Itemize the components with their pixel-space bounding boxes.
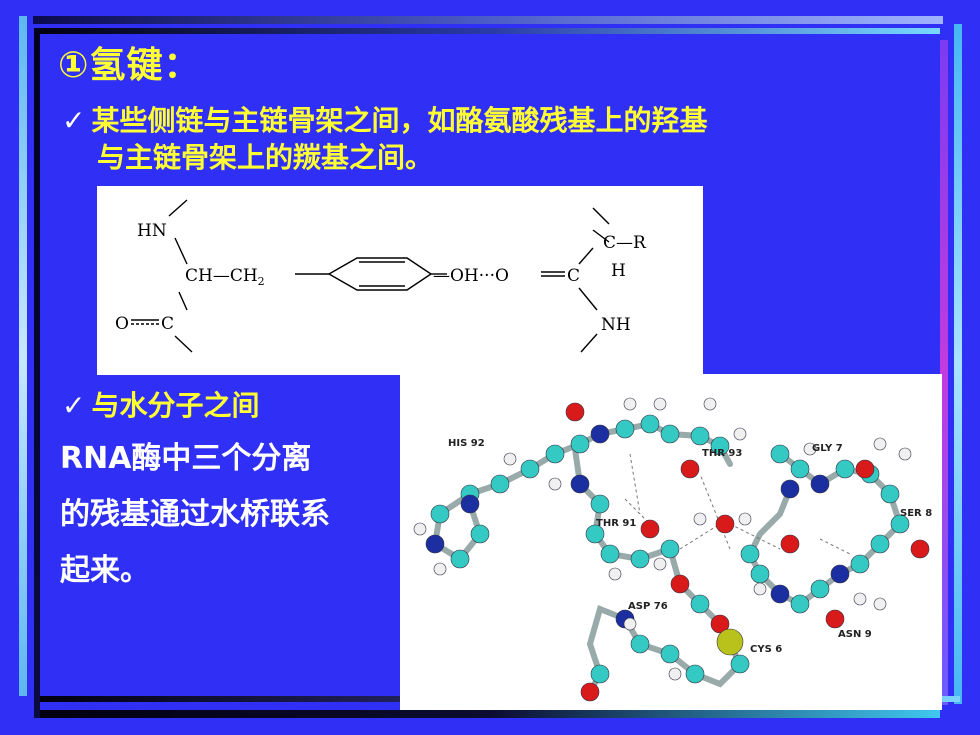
- label-thr93: THR 93: [702, 448, 742, 459]
- frame-bar-top-inner: [40, 28, 940, 34]
- label-thr91: THR 91: [596, 518, 636, 529]
- bullet-sidechain-mainchain: ✓某些侧链与主链骨架之间，如酪氨酸残基上的羟基: [62, 103, 707, 139]
- frame-bar-right-outer: [954, 24, 962, 704]
- tyrosine-hbond-formula: HN CH—CH2 O C —OH···O C C—R H NH: [97, 186, 703, 375]
- check-icon: ✓: [62, 389, 86, 422]
- body-line-3: 起来。: [60, 553, 150, 588]
- bullet-text-line2: 与主链骨架上的羰基之间。: [97, 141, 434, 174]
- formula-oh-o: —OH···O: [433, 266, 509, 286]
- slide-title: ①氢键：: [58, 45, 201, 86]
- formula-c-left: C: [161, 314, 174, 334]
- frame-bar-bottom-outer: [40, 710, 940, 718]
- label-asp76: ASP 76: [628, 601, 668, 612]
- frame-bar-left: [19, 16, 27, 696]
- check-icon: ✓: [62, 104, 86, 137]
- formula-h: H: [611, 261, 626, 281]
- body-line-2: 的残基通过水桥联系: [60, 497, 330, 532]
- label-cys6: CYS 6: [750, 644, 782, 655]
- body-line-1: RNA酶中三个分离: [60, 441, 312, 476]
- formula-hn: HN: [137, 221, 167, 241]
- frame-bar-top: [33, 16, 943, 24]
- formula-ch-ch2: CH—CH2: [185, 266, 265, 288]
- formula-c-right: C: [567, 266, 580, 286]
- formula-nh: NH: [601, 315, 631, 335]
- label-gly7: GLY 7: [812, 443, 843, 454]
- frame-bar-left-inner: [34, 28, 40, 718]
- label-asn9: ASN 9: [838, 629, 872, 640]
- bullet-water-text: 与水分子之间: [91, 389, 260, 422]
- formula-o-left: O: [115, 314, 129, 334]
- frame-bar-right: [940, 40, 948, 705]
- bullet-text-line1: 某些侧链与主链骨架之间，如酪氨酸残基上的羟基: [91, 104, 708, 137]
- label-ser8: SER 8: [900, 508, 932, 519]
- label-his92: HIS 92: [448, 438, 485, 449]
- bullet-water: ✓与水分子之间: [62, 388, 259, 424]
- rnase-water-bridge-model: HIS 92 THR 93 GLY 7 THR 91 SER 8 ASP 76 …: [400, 374, 942, 710]
- formula-c-r: C—R: [603, 233, 647, 253]
